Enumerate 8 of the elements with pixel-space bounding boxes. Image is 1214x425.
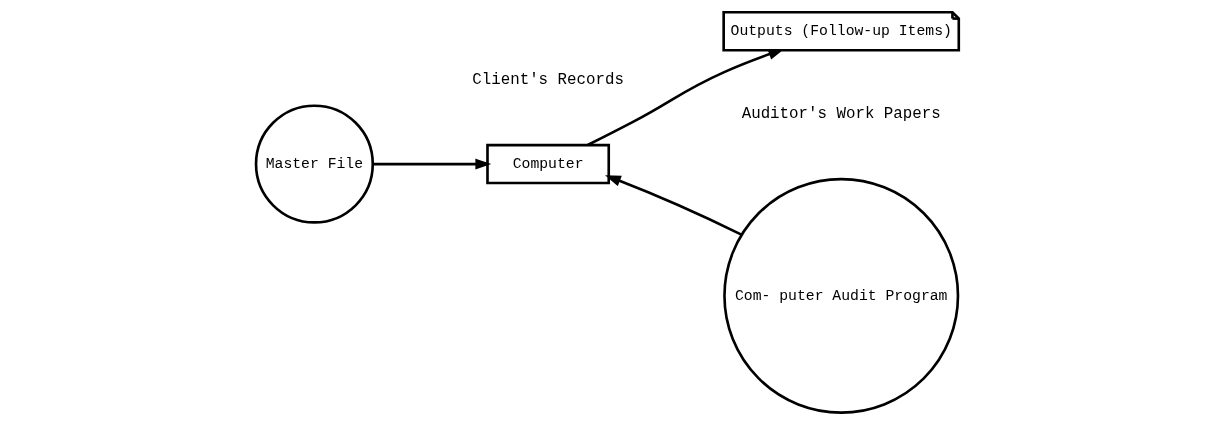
arrow	[372, 158, 491, 170]
arrow	[604, 175, 742, 236]
node-box: Computer	[485, 143, 610, 185]
node-circle: Com- puter Audit Program	[722, 177, 959, 414]
arrow	[586, 48, 784, 147]
label: Client's Records	[471, 71, 624, 90]
label: Auditor's Work Papers	[741, 105, 941, 124]
node-circle: Master File	[254, 104, 374, 224]
